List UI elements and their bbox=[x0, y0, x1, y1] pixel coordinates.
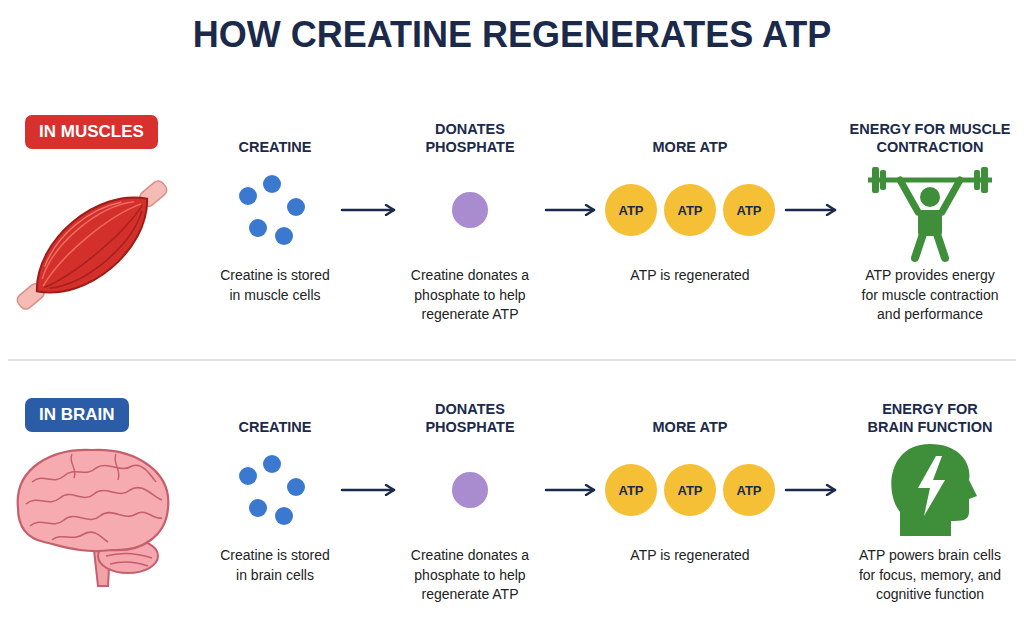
atp-circle: ATP bbox=[605, 184, 657, 236]
process-step: DONATES PHOSPHATE Creatine donates a phos… bbox=[400, 388, 540, 605]
step-heading: DONATES PHOSPHATE bbox=[400, 400, 540, 436]
row-divider bbox=[8, 359, 1016, 361]
brain-gyrus bbox=[32, 465, 156, 482]
lifter-legs bbox=[915, 234, 945, 258]
atp-label: ATP bbox=[736, 203, 761, 218]
flow-arrow bbox=[786, 489, 835, 492]
muscle-fiber bbox=[33, 190, 135, 279]
flow-arrow bbox=[342, 489, 394, 492]
process-step: DONATES PHOSPHATE Creatine donates a phos… bbox=[400, 108, 540, 325]
weight-plate bbox=[974, 170, 980, 190]
process-step: MORE ATP ATP ATP ATP ATP is regenerated bbox=[600, 108, 780, 286]
atp-circle: ATP bbox=[664, 184, 716, 236]
process-step: ENERGY FOR MUSCLE CONTRACTION ATP provide… bbox=[841, 108, 1019, 325]
flow-arrow bbox=[786, 209, 835, 212]
atp-label: ATP bbox=[677, 203, 702, 218]
step-caption: ATP is regenerated bbox=[630, 546, 749, 566]
atp-label: ATP bbox=[736, 483, 761, 498]
atp-circle: ATP bbox=[605, 464, 657, 516]
cerebrum bbox=[18, 450, 169, 551]
weight-plate bbox=[981, 167, 988, 193]
flow-arrow bbox=[342, 209, 394, 212]
creatine-dot bbox=[287, 478, 305, 496]
atp-label: ATP bbox=[618, 203, 643, 218]
brain-gyrus bbox=[52, 532, 108, 542]
step-caption: Creatine is stored in brain cells bbox=[214, 546, 336, 585]
phosphate-circle bbox=[452, 192, 488, 228]
step-heading: ENERGY FOR MUSCLE CONTRACTION bbox=[841, 120, 1019, 156]
process-step: ENERGY FOR BRAIN FUNCTION ATP powers brai… bbox=[841, 388, 1019, 605]
brain-illustration bbox=[18, 450, 169, 586]
row-label: IN MUSCLES bbox=[25, 115, 158, 149]
atp-label: ATP bbox=[618, 483, 643, 498]
muscle-fiber bbox=[44, 205, 147, 293]
phosphate-circle bbox=[452, 472, 488, 508]
step-heading: CREATINE bbox=[238, 418, 311, 436]
creatine-dot bbox=[275, 507, 293, 525]
creatine-dot bbox=[263, 175, 281, 193]
process-step: CREATINE Creatine is stored in brain cell… bbox=[214, 388, 336, 585]
lightning-bolt bbox=[918, 456, 945, 516]
step-heading: DONATES PHOSPHATE bbox=[400, 120, 540, 156]
creatine-dot bbox=[263, 455, 281, 473]
step-heading: MORE ATP bbox=[653, 418, 728, 436]
brain-gyrus bbox=[30, 512, 162, 526]
row-label-text: IN BRAIN bbox=[39, 405, 115, 425]
creatine-dots bbox=[239, 455, 305, 525]
muscle-fiber bbox=[50, 211, 152, 300]
cerebellum-fold bbox=[106, 553, 152, 566]
creatine-dot bbox=[239, 187, 257, 205]
muscle-fiber bbox=[37, 193, 121, 266]
atp-label: ATP bbox=[677, 483, 702, 498]
muscle-belly bbox=[18, 176, 167, 315]
step-caption: Creatine donates a phosphate to help reg… bbox=[400, 546, 540, 605]
row-label-text: IN MUSCLES bbox=[39, 122, 144, 142]
step-caption: Creatine donates a phosphate to help reg… bbox=[400, 266, 540, 325]
head-silhouette bbox=[891, 444, 977, 536]
atp-circle: ATP bbox=[664, 464, 716, 516]
process-step: MORE ATP ATP ATP ATP ATP is regenerated bbox=[600, 388, 780, 566]
creatine-dot bbox=[275, 227, 293, 245]
step-caption: ATP powers brain cells for focus, memory… bbox=[856, 546, 1004, 605]
weightlifter-icon bbox=[868, 167, 992, 258]
step-heading: MORE ATP bbox=[653, 138, 728, 156]
weight-plate bbox=[872, 167, 879, 193]
brain-energy-icon bbox=[891, 444, 977, 536]
flow-arrow bbox=[546, 209, 594, 212]
diagram-title: HOW CREATINE REGENERATES ATP bbox=[0, 14, 1024, 56]
step-caption: Creatine is stored in muscle cells bbox=[214, 266, 336, 305]
step-caption: ATP provides energy for muscle contracti… bbox=[856, 266, 1004, 325]
row-label: IN BRAIN bbox=[25, 398, 129, 432]
lifter-arms bbox=[900, 180, 960, 212]
flow-arrow bbox=[546, 489, 594, 492]
step-heading: CREATINE bbox=[238, 138, 311, 156]
creatine-dot bbox=[287, 198, 305, 216]
brain-sulcus bbox=[71, 454, 119, 480]
creatine-dot bbox=[249, 499, 267, 517]
brain-gyrus bbox=[26, 488, 162, 504]
lifter-head bbox=[920, 187, 940, 207]
creatine-dots bbox=[239, 175, 305, 245]
weight-plate bbox=[880, 170, 886, 190]
creatine-dot bbox=[249, 219, 267, 237]
process-step: CREATINE Creatine is stored in muscle cel… bbox=[214, 108, 336, 305]
atp-circle: ATP bbox=[723, 184, 775, 236]
barbell bbox=[868, 178, 992, 183]
step-heading: ENERGY FOR BRAIN FUNCTION bbox=[860, 400, 1000, 436]
creatine-dot bbox=[239, 467, 257, 485]
muscle-illustration bbox=[1, 162, 184, 329]
step-caption: ATP is regenerated bbox=[630, 266, 749, 286]
atp-circle: ATP bbox=[723, 464, 775, 516]
